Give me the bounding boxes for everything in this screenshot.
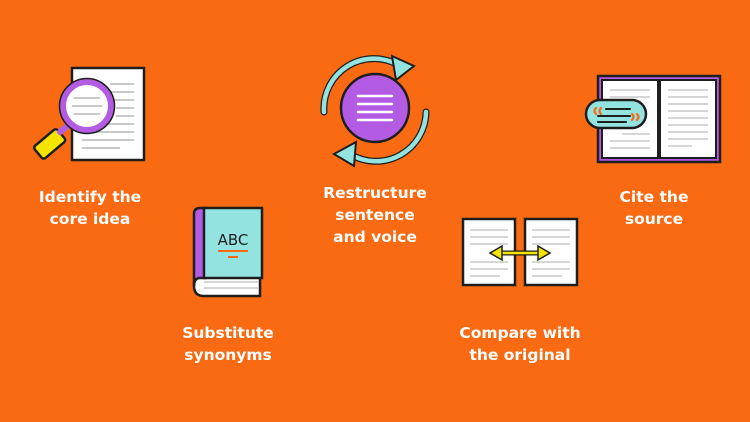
label-line: synonyms <box>184 346 272 364</box>
quote-book-icon <box>584 74 722 164</box>
book-cover-text: ABC <box>218 231 249 249</box>
label-line: Substitute <box>182 324 274 342</box>
step-identify-label: Identify the core idea <box>30 186 150 230</box>
step-compare-label: Compare with the original <box>450 322 590 366</box>
cycle-arrows-icon <box>320 54 430 168</box>
step-cite-label: Cite the source <box>594 186 714 230</box>
label-line: sentence <box>335 206 415 224</box>
label-line: source <box>624 210 684 228</box>
label-line: Identify the <box>38 188 142 206</box>
label-line: the original <box>469 346 571 364</box>
label-line: Cite the <box>619 188 689 206</box>
label-line: core idea <box>49 210 131 228</box>
step-substitute-label: Substitute synonyms <box>168 322 288 366</box>
label-line: Compare with <box>459 324 581 342</box>
compare-pages-icon <box>461 217 579 287</box>
magnifier-document-icon <box>33 66 146 162</box>
label-line: and voice <box>333 228 417 246</box>
label-line: Restructure <box>323 184 427 202</box>
abc-book-icon: ABC <box>192 206 264 298</box>
step-restructure-label: Restructure sentence and voice <box>315 182 435 248</box>
